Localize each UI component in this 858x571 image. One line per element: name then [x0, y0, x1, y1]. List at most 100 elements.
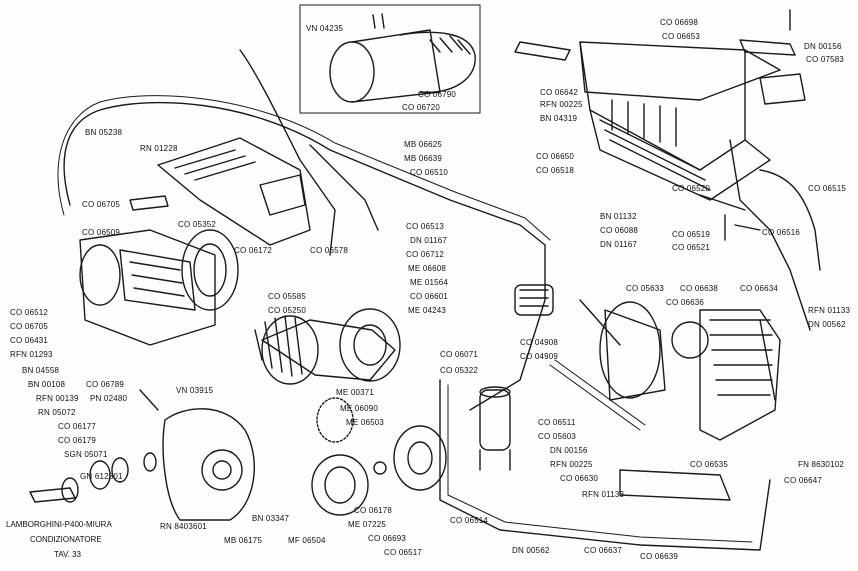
part-label: CO 06705: [10, 322, 49, 331]
part-label: CO 06636: [666, 298, 705, 307]
part-label: CO 06535: [690, 460, 729, 469]
part-label: CO 06790: [418, 90, 457, 99]
evaporator-housing: [514, 9, 806, 201]
part-label: CO 06519: [672, 230, 711, 239]
condenser-fan: [599, 301, 781, 441]
part-label: CO 04908: [520, 338, 559, 347]
part-label: PN 02480: [90, 394, 128, 403]
clutch-assembly: [254, 308, 401, 385]
part-label: CO 06693: [368, 534, 407, 543]
part-label: CO 06601: [410, 292, 449, 301]
part-label: DN 01167: [600, 240, 638, 249]
part-label: CO 06179: [58, 436, 97, 445]
part-label: CO 06647: [784, 476, 823, 485]
part-label: MB 06175: [224, 536, 263, 545]
part-label: CO 05633: [626, 284, 665, 293]
part-label: CO 05603: [538, 432, 577, 441]
part-label: DN 01167: [410, 236, 448, 245]
receiver-drier: [479, 386, 511, 471]
part-label: VN 03915: [176, 386, 214, 395]
part-label: BN 03347: [252, 514, 290, 523]
part-label: ME 04243: [408, 306, 447, 315]
part-label: ME 00371: [336, 388, 375, 397]
part-label: CO 06521: [672, 243, 711, 252]
part-label: ME 07225: [348, 520, 387, 529]
part-label: BN 04319: [540, 114, 578, 123]
part-label: RN 05072: [38, 408, 76, 417]
part-label: CO 06712: [406, 250, 445, 259]
part-label: CO 06178: [354, 506, 393, 515]
caption-line-2: CONDIZIONATORE: [30, 535, 102, 544]
part-label: CO 06431: [10, 336, 49, 345]
part-label: CO 05250: [268, 306, 307, 315]
part-label: CO 07583: [806, 55, 845, 64]
part-label: CO 06639: [640, 552, 679, 561]
blower-motor: [299, 4, 481, 114]
compressor: [79, 229, 239, 346]
caption-line-1: LAMBORGHINI-P400-MIURA: [6, 520, 112, 529]
part-label: MB 06625: [404, 140, 443, 149]
part-label: DN 00156: [550, 446, 588, 455]
part-label: ME 01564: [410, 278, 449, 287]
part-label: BN 00108: [28, 380, 66, 389]
part-label: RFN 00139: [36, 394, 79, 403]
part-label: CO 06638: [680, 284, 719, 293]
part-label: CO 06512: [10, 308, 49, 317]
part-label: CO 06698: [660, 18, 699, 27]
part-label: DN 00562: [808, 320, 846, 329]
part-label: ME 06503: [346, 418, 385, 427]
part-label: GN 612801: [80, 472, 123, 481]
part-label: CO 06172: [234, 246, 273, 255]
part-label: ME 06090: [340, 404, 379, 413]
part-label: CO 06509: [82, 228, 121, 237]
part-label: RFN 00225: [540, 100, 583, 109]
part-label: DN 00562: [512, 546, 550, 555]
part-label: ME 06608: [408, 264, 447, 273]
caption-line-3: TAV. 33: [54, 550, 81, 559]
part-label: CO 06634: [740, 284, 779, 293]
part-label: CO 06516: [762, 228, 801, 237]
part-label: BN 04558: [22, 366, 60, 375]
part-label: CO 05352: [178, 220, 217, 229]
part-label: CO 06578: [310, 246, 349, 255]
part-label: MB 06639: [404, 154, 443, 163]
part-label: RFN 01293: [10, 350, 53, 359]
part-label: SGN 05071: [64, 450, 108, 459]
part-label: CO 06789: [86, 380, 125, 389]
part-label: CO 06520: [672, 184, 711, 193]
pulley-stack: [311, 397, 447, 516]
part-label: FN 8630102: [798, 460, 845, 469]
part-label: CO 06071: [440, 350, 479, 359]
part-label: RFN 01133: [808, 306, 851, 315]
part-label: BN 05238: [85, 128, 123, 137]
part-label: CO 06630: [560, 474, 599, 483]
part-label: CO 06642: [540, 88, 579, 97]
part-label: CO 04909: [520, 352, 559, 361]
part-label: CO 06653: [662, 32, 701, 41]
part-label: CO 06513: [406, 222, 445, 231]
part-label: CO 06088: [600, 226, 639, 235]
part-label: CO 06514: [450, 516, 489, 525]
part-label: MF 06504: [288, 536, 326, 545]
part-label: DN 00156: [804, 42, 842, 51]
part-label: RN 8403601: [160, 522, 207, 531]
part-label: CO 05322: [440, 366, 479, 375]
part-label: CO 06720: [402, 103, 441, 112]
part-label: CO 06177: [58, 422, 97, 431]
part-label: CO 06637: [584, 546, 623, 555]
part-label: RFN 00225: [550, 460, 593, 469]
part-label: CO 06517: [384, 548, 423, 557]
part-label: CO 06650: [536, 152, 575, 161]
part-label: BN 01132: [600, 212, 637, 221]
part-label: CO 06510: [410, 168, 449, 177]
part-label: CO 06515: [808, 184, 847, 193]
part-label: VN 04235: [306, 24, 344, 33]
part-label: CO 06511: [538, 418, 576, 427]
part-label: CO 06705: [82, 200, 121, 209]
part-label: RFN 01133: [582, 490, 625, 499]
part-label: CO 06518: [536, 166, 575, 175]
part-label: RN 01228: [140, 144, 178, 153]
